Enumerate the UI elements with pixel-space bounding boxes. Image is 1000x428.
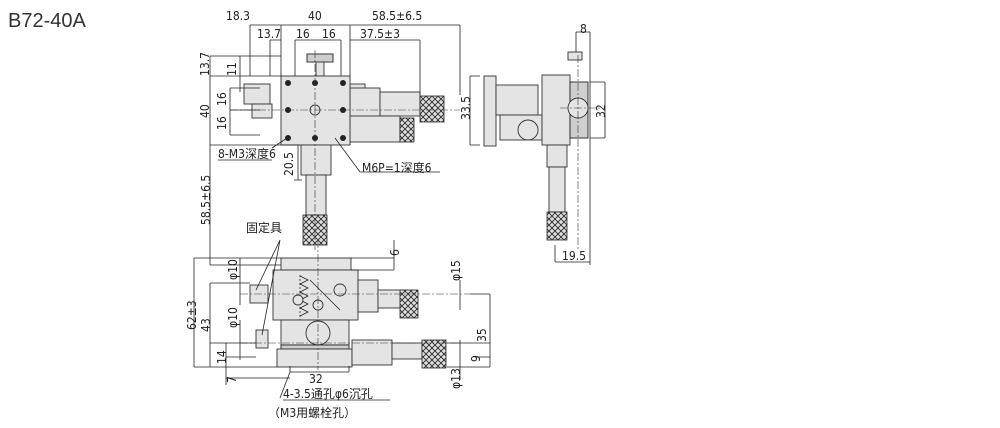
dim-label: 16	[215, 92, 229, 106]
dim-label: φ13	[449, 368, 463, 389]
dim-label: 20.5	[282, 152, 296, 176]
dim-label: 9	[469, 355, 483, 362]
dim-label: 58.5±6.5	[372, 9, 422, 23]
dim-label: 11	[225, 62, 239, 76]
x-micrometer-knob-front	[399, 289, 419, 319]
dim-label: 62±3	[185, 300, 199, 330]
front-view	[193, 239, 491, 401]
model-title: B72-40A	[8, 10, 86, 32]
dim-label: 13.7	[198, 52, 212, 76]
dim-label: 32	[309, 372, 323, 386]
dim-label: 40	[198, 104, 212, 118]
dim-label: 16	[322, 27, 336, 41]
dim-label: 13.7	[257, 27, 281, 41]
dim-label: 40	[308, 9, 322, 23]
dim-label: 58.5±6.5	[199, 175, 213, 225]
callout-tapped-holes: 8-M3深度6	[218, 146, 276, 161]
dim-label: 19.5	[562, 249, 586, 263]
dim-label: φ10	[226, 307, 240, 328]
side-view	[483, 31, 606, 265]
dim-label: 37.5±3	[360, 27, 400, 41]
dim-label: 32	[594, 104, 608, 118]
dim-label: 33.5	[459, 96, 473, 120]
dim-label: 6	[388, 249, 402, 256]
dim-label: 16	[215, 116, 229, 130]
callout-mount-holes: 4-3.5通孔φ6沉孔	[283, 387, 373, 401]
dim-label: 18.3	[226, 9, 250, 23]
dim-label: φ15	[449, 260, 463, 281]
callout-mount-note: （M3用螺栓孔）	[268, 405, 356, 420]
callout-clamp: 固定具	[246, 220, 282, 235]
dim-label: 35	[475, 328, 489, 342]
x-micrometer-knob	[419, 95, 445, 123]
dim-label: 14	[215, 350, 229, 364]
dim-label: φ10	[226, 259, 240, 280]
top-view	[209, 24, 480, 266]
callout-center-hole: M6P=1深度6	[362, 160, 432, 175]
dim-label: 8	[580, 22, 587, 36]
dim-label: 16	[296, 27, 310, 41]
dim-label: 43	[199, 318, 213, 332]
dim-label: 7	[225, 376, 239, 383]
